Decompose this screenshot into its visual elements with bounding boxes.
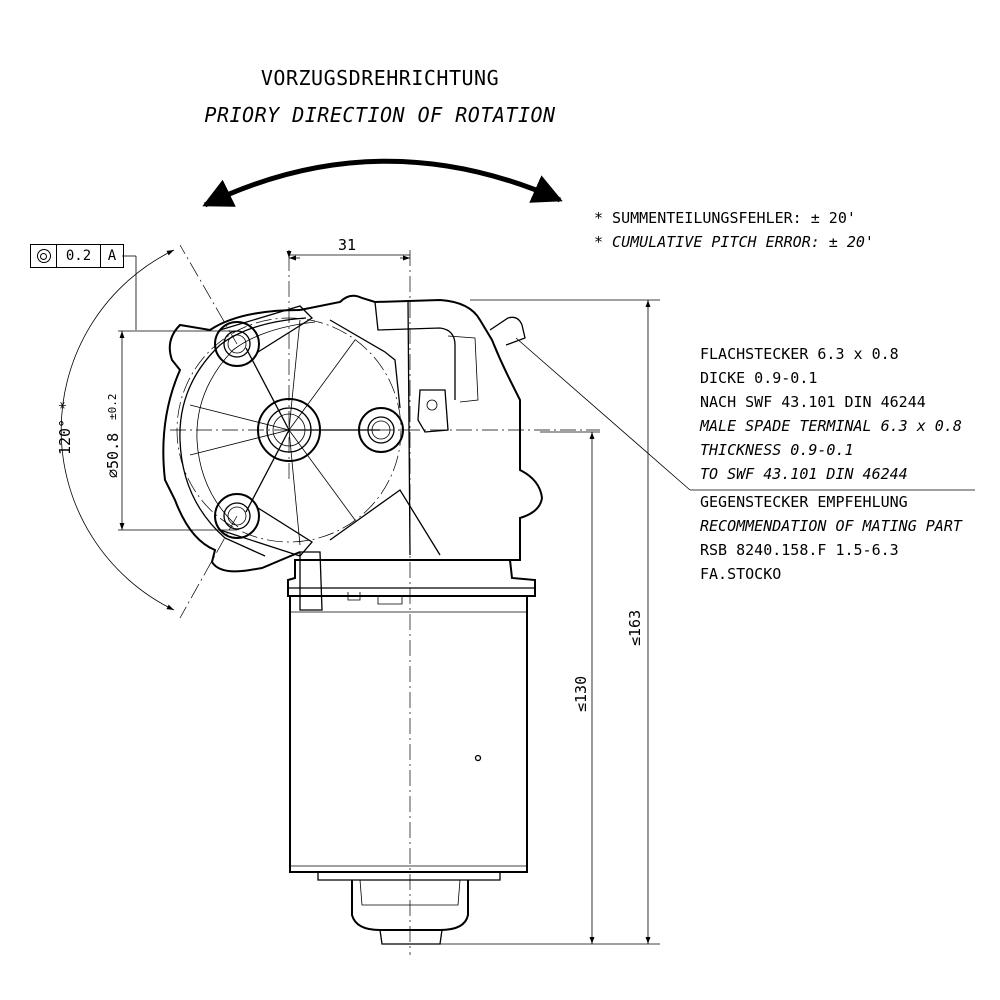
motor-can <box>289 596 528 945</box>
rotation-title-en: PRIORY DIRECTION OF ROTATION <box>204 103 556 127</box>
terminal-note-line: FLACHSTECKER 6.3 x 0.8 <box>700 345 899 363</box>
mating-note-line: FA.STOCKO <box>700 565 782 583</box>
fcf-tolerance: 0.2 <box>57 245 101 267</box>
mating-note-line: GEGENSTECKER EMPFEHLUNG <box>700 493 908 511</box>
terminal-note-line: NACH SWF 43.101 DIN 46244 <box>700 393 926 411</box>
dimension-height-130: ≤130 <box>440 431 600 945</box>
mating-note-line: RECOMMENDATION OF MATING PART <box>700 517 962 535</box>
pitch-note-de: * SUMMENTEILUNGSFEHLER: ± 20' <box>594 209 856 227</box>
height-130-label: ≤130 <box>572 676 590 712</box>
rotation-title-de: VORZUGSDREHRICHTUNG <box>260 66 500 90</box>
rotation-arrow <box>202 158 563 208</box>
concentricity-icon <box>36 249 51 263</box>
mounting-boss-bottom <box>214 493 260 539</box>
height-163-label: ≤163 <box>626 610 644 646</box>
connector-leader <box>515 337 975 491</box>
mating-note-line: RSB 8240.158.F 1.5-6.3 <box>700 541 899 559</box>
terminal-note-line: DICKE 0.9-0.1 <box>700 369 818 387</box>
angle-label: 120° * <box>56 401 74 455</box>
terminal-note-line: MALE SPADE TERMINAL 6.3 x 0.8 <box>700 417 962 435</box>
dimension-width-31: 31 <box>286 236 410 261</box>
diameter-tolerance-label: ±0.2 <box>106 394 119 421</box>
terminal-note-line: THICKNESS 0.9-0.1 <box>700 441 854 459</box>
gearbox-housing <box>162 294 544 611</box>
feature-control-frame: 0.2 A <box>30 244 124 268</box>
center-lines <box>170 244 600 955</box>
dimension-angle: 120° * <box>56 249 175 611</box>
dimension-diameter: ∅50.8 ±0.2 <box>104 330 237 531</box>
pitch-note-en: * CUMULATIVE PITCH ERROR: ± 20' <box>594 233 874 251</box>
dimension-31-label: 31 <box>338 236 356 254</box>
diameter-label: ∅50.8 <box>104 433 122 478</box>
terminal-note-line: TO SWF 43.101 DIN 46244 <box>700 465 908 483</box>
fcf-datum: A <box>107 248 117 264</box>
dimension-height-163: ≤163 <box>470 299 660 945</box>
